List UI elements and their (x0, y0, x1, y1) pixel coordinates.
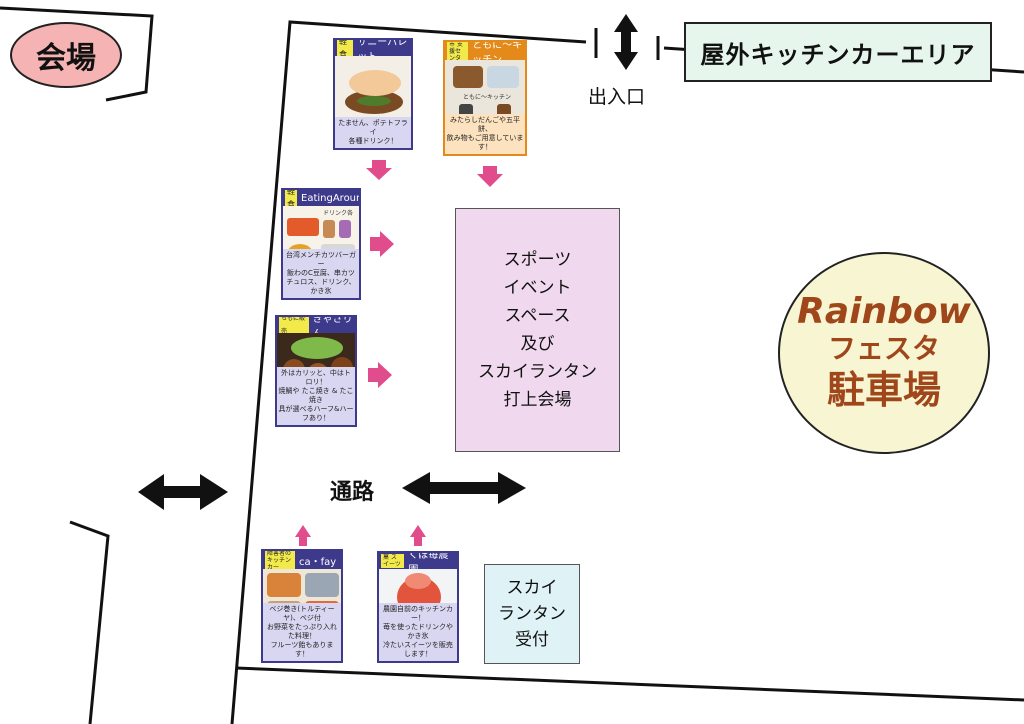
road-boundary-bottom (235, 666, 1024, 702)
venue-wall-top (0, 6, 154, 102)
parking-title-kanji: 駐車場 (826, 368, 941, 412)
vendor-card-eating-around[interactable]: 軽食 EatingAround ドリンク各 台湾メンチカツバーガー 飯わのC豆腐… (281, 188, 361, 300)
reception-line: ランタン (498, 604, 566, 624)
food-photo (277, 333, 355, 367)
vendor-desc-line: 外はカリッと、中はトロリ！ (281, 369, 351, 386)
event-space-line: 及び (520, 334, 555, 354)
event-space-line: スポーツ (503, 250, 572, 270)
food-photo (379, 569, 457, 603)
arrow-right-eating (370, 231, 394, 257)
vendor-desc-line: フルーツ飴もあります！ (270, 641, 334, 658)
passage-label: 通路 (330, 480, 375, 505)
arrow-up-cafay (295, 525, 311, 546)
vendor-desc-line: 具が選べるハーフ&ハーフあり！ (278, 405, 354, 422)
event-space-line: スカイランタン (478, 362, 597, 382)
event-space-line: スペース (504, 306, 571, 326)
vendor-desc-line: たません、ポテトフライ (338, 119, 408, 136)
parking-area: Rainbow フェスタ 駐車場 (778, 252, 990, 454)
food-photo-caption: ドリンク各 (323, 210, 354, 217)
road-boundary-left (230, 20, 587, 724)
food-photo: ドリンク各 (283, 206, 359, 249)
parking-title-en: Rainbow (797, 291, 971, 332)
vendor-desc-line: 台湾メンチカツバーガー (286, 251, 356, 268)
arrow-down-sunny (366, 160, 392, 180)
food-photo: ともに～キッチン (445, 60, 525, 114)
reception-line: 受付 (515, 630, 549, 650)
venue-label: 会場 (10, 22, 122, 88)
food-photo-caption: ともに～キッチン (463, 94, 512, 101)
vendor-category: 軽食 (285, 190, 297, 211)
entrance-arrow (614, 14, 638, 70)
vendor-card-cafay[interactable]: 障害者の キッチンカー ca・fay ベジ巻き(トルティーヤ)、ベジ付 お野菜を… (261, 549, 343, 663)
vendor-desc-line: お野菜をたっぷり入れた料理！ (267, 623, 337, 640)
food-photo (263, 569, 341, 603)
vendor-desc-line: 飯わのC豆腐、串カツ (287, 269, 355, 277)
event-space-line: 打上会場 (503, 390, 572, 410)
venue-wall-bottom (69, 520, 110, 724)
vendor-card-tomoni-kitchen[interactable]: 豊田市 支援センター ともに～キッチン ともに～キッチン みたらしだんごや五平餅… (443, 40, 527, 156)
vendor-category: 障害者の キッチンカー (265, 551, 295, 571)
event-space-area: スポーツ イベント スペース 及び スカイランタン 打上会場 (455, 208, 620, 452)
sky-lantern-reception: スカイ ランタン 受付 (484, 564, 580, 664)
left-passage-arrow (138, 474, 228, 510)
arrow-right-kyasarin (368, 362, 392, 388)
vendor-category: ちもに販売 (279, 317, 309, 338)
vendor-desc-line: みたらしだんごや五平餅、 (450, 116, 520, 133)
vendor-desc-line: 飲み物もご用意しています！ (446, 134, 524, 151)
kitchen-car-area-label: 屋外キッチンカーエリア (684, 22, 992, 82)
vendor-name: EatingAround (301, 192, 359, 204)
vendor-card-kyasarin[interactable]: ちもに販売 きゃさりん 外はカリッと、中はトロリ！ 焼鯛や たこ焼き & たこ焼… (275, 315, 357, 427)
arrow-down-tomoni (477, 166, 503, 187)
arrow-up-kubo (410, 525, 426, 546)
passage-arrow (402, 472, 526, 504)
vendor-desc-line: 各種ドリンク！ (348, 137, 398, 145)
reception-line: スカイ (506, 578, 558, 598)
vendor-name: ca・fay (299, 556, 337, 568)
vendor-category: 軽食 (337, 40, 354, 61)
parking-title-kana: フェスタ (827, 332, 940, 365)
vendor-desc-line: 冷たいスイーツを販売します！ (383, 641, 453, 658)
entrance-label: 出入口 (588, 86, 646, 108)
vendor-desc-line: 焼鯛や たこ焼き & たこ焼き (278, 387, 354, 404)
vendor-desc-line: チュロス、ドリンク、かき氷 (286, 278, 356, 295)
vendor-desc-line: 農園自前のキッチンカー！ (383, 605, 453, 622)
vendor-desc-line: ベジ巻き(トルティーヤ)、ベジ付 (269, 605, 335, 622)
food-photo (335, 56, 411, 117)
event-space-line: イベント (503, 278, 572, 298)
vendor-card-sunny-palette[interactable]: 軽食 サニーパレット たません、ポテトフライ 各種ドリンク！ (333, 38, 413, 150)
vendor-category: 菓 スイーツ (381, 554, 405, 568)
pink-arrows (295, 160, 503, 546)
vendor-card-kubo-strawberry-farm[interactable]: 菓 スイーツ くぼ苺農園 農園自前のキッチンカー！ 苺を使ったドリンクやかき氷 … (377, 551, 459, 663)
vendor-desc-line: 苺を使ったドリンクやかき氷 (383, 623, 453, 640)
